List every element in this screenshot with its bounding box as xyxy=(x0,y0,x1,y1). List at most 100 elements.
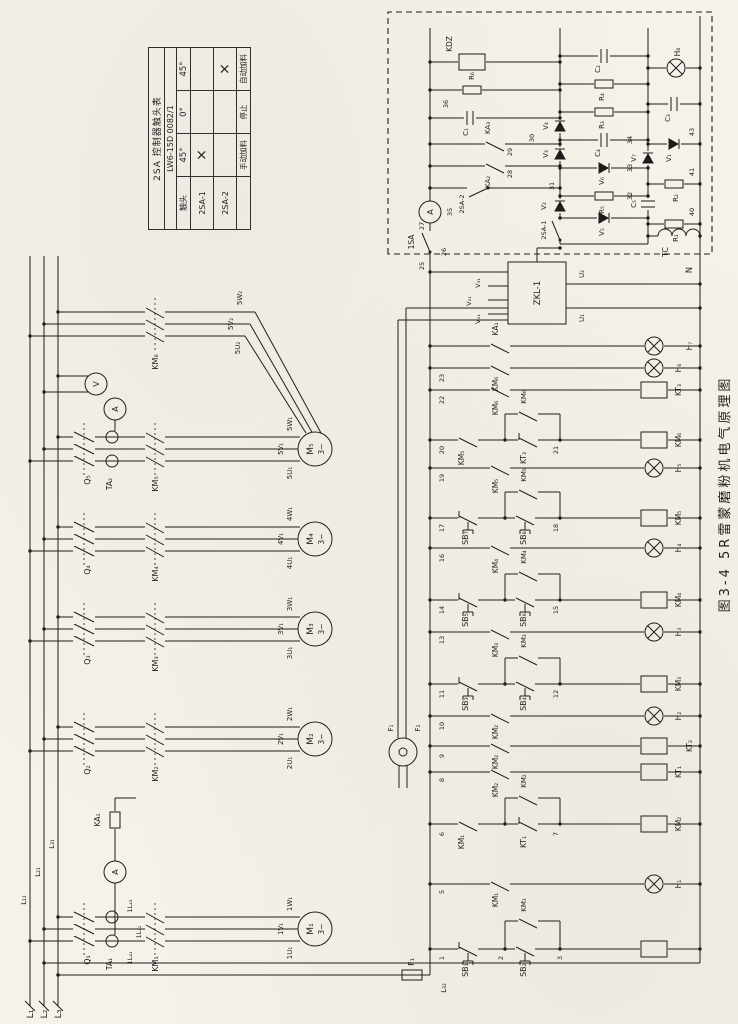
contact-state-cell xyxy=(213,90,237,134)
diagram-label: SB₁ xyxy=(461,963,470,977)
diagram-label: 4U₁ xyxy=(286,557,294,570)
motor xyxy=(297,521,333,557)
junction-dot xyxy=(698,822,702,826)
junction-dot xyxy=(698,516,702,520)
stop-pushbutton xyxy=(458,940,478,965)
junction-dot xyxy=(503,682,507,686)
diagram-label: SB₄ xyxy=(519,697,528,711)
junction-dot xyxy=(698,630,702,634)
junction-dot xyxy=(558,60,562,64)
no-contact xyxy=(490,382,510,398)
diagram-label: 5 xyxy=(438,890,446,894)
junction-dot xyxy=(428,714,432,718)
indicator-lamp-icon xyxy=(644,458,664,478)
diagram-label: R₅ xyxy=(598,206,606,214)
diode xyxy=(553,147,567,161)
motor xyxy=(297,721,333,757)
figure-caption: 图3-4 5R雷蒙磨粉机电气原理图 xyxy=(718,375,733,613)
diagram-label: V₅ xyxy=(598,228,606,236)
diagram-label: 13 xyxy=(438,636,446,644)
contactor-coil xyxy=(640,940,668,958)
junction-dot xyxy=(698,182,702,186)
junction-dot xyxy=(56,374,60,378)
junction-dot xyxy=(698,222,702,226)
diagram-label: V₄ xyxy=(542,122,550,130)
no-contact xyxy=(490,338,510,354)
junction-dot xyxy=(28,459,32,463)
diagram-label: 26 xyxy=(440,248,448,256)
diagram-label: 3~ xyxy=(317,623,326,634)
control-wires xyxy=(44,16,701,976)
transformer-winding xyxy=(657,228,701,237)
diagram-label: C₄ xyxy=(594,149,602,157)
diagram-label: R₆ xyxy=(468,72,476,80)
contactor-coil xyxy=(640,591,668,609)
diagram-label: 32 xyxy=(626,192,634,200)
junction-dot xyxy=(428,598,432,602)
junction-dot xyxy=(42,537,46,541)
contact-state-cell: × xyxy=(213,47,237,91)
diagram-label: 3~ xyxy=(317,533,326,544)
diagram-label: 43 xyxy=(688,128,696,136)
no-contact xyxy=(458,432,478,448)
junction-dot xyxy=(56,725,60,729)
junction-dot xyxy=(558,110,562,114)
junction-dot xyxy=(428,630,432,634)
contactor-main-contact xyxy=(145,634,165,648)
diagram-label: ZKL-1 xyxy=(533,281,543,305)
capacitor xyxy=(640,198,656,210)
diagram-label: L₃ xyxy=(54,1009,64,1018)
diagram-label: KM₆ xyxy=(491,377,500,391)
contact-state-cell xyxy=(213,133,237,177)
relay-coil xyxy=(108,811,122,829)
meter xyxy=(84,372,108,396)
diagram-label: L₃₁ xyxy=(48,839,56,849)
table-row: 2SA-1 × xyxy=(190,47,214,230)
diagram-label: 6 xyxy=(438,832,446,836)
diagram-label: L₂ xyxy=(40,1009,50,1018)
diagram-label: L₂₁ xyxy=(34,867,42,877)
start-pushbutton xyxy=(515,591,535,616)
junction-dot xyxy=(56,435,60,439)
diagram-label: Q₅ xyxy=(83,475,92,485)
junction-dot xyxy=(698,438,702,442)
diagram-label: L₁₁ xyxy=(20,895,28,905)
diagram-label: KT₂ xyxy=(685,740,694,752)
diagram-label: Q₁ xyxy=(83,955,92,965)
diode xyxy=(597,161,611,175)
diagram-label: 31 xyxy=(548,182,556,190)
no-contact xyxy=(485,136,505,152)
diagram-label: V₆ xyxy=(598,177,606,185)
resistor xyxy=(594,106,614,118)
contactor-coil xyxy=(640,763,668,781)
selector-switch xyxy=(421,231,439,254)
diagram-label: H₇ xyxy=(685,342,694,351)
diagram-label: 10 xyxy=(438,722,446,730)
junction-dot xyxy=(56,615,60,619)
contactor-coil xyxy=(640,509,668,527)
diagram-label: SB₅ xyxy=(461,613,470,627)
contactor-main-contact xyxy=(145,329,165,343)
diagram-label: 2SA-1 xyxy=(540,220,548,239)
junction-dot xyxy=(646,222,650,226)
capacitor xyxy=(668,96,680,112)
contactor-coil xyxy=(640,675,668,693)
diagram-label: KM₂ xyxy=(674,817,683,831)
contactor-main-contact xyxy=(145,454,165,468)
diagram-label: KM₆ xyxy=(674,433,683,447)
junction-dot xyxy=(42,627,46,631)
junction-dot xyxy=(698,66,702,70)
diagram-label: KM₁ xyxy=(520,898,528,912)
no-contact xyxy=(518,484,538,500)
diagram-label: 21 xyxy=(552,446,560,454)
diagram-label: 3 xyxy=(556,956,564,960)
diagram-label: 1U₁ xyxy=(286,947,294,960)
junction-dot xyxy=(428,60,432,64)
selector-switch xyxy=(467,179,490,198)
junction-dot xyxy=(28,749,32,753)
diagram-label: KM₃ xyxy=(674,677,683,691)
junction-dot xyxy=(56,525,60,529)
junction-dot xyxy=(428,682,432,686)
junction-dot xyxy=(558,516,562,520)
